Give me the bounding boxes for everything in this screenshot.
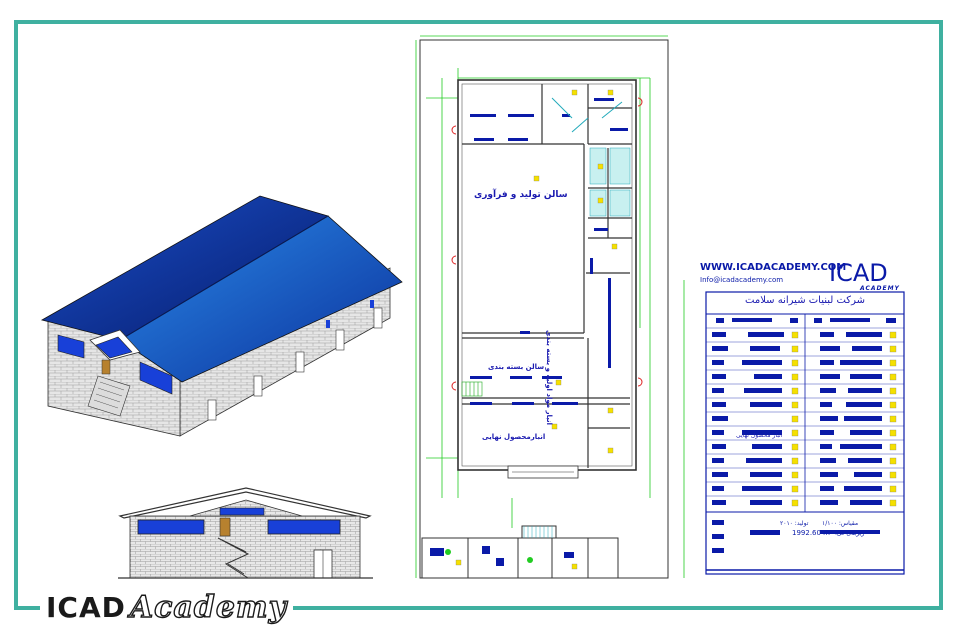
elevation-door xyxy=(219,517,231,537)
room-label-storage: انبارمحصول نهایی xyxy=(482,433,546,441)
elevation-window-left xyxy=(137,519,205,535)
title-block-border xyxy=(705,291,905,575)
icad-academy-logo: ICAD Academy xyxy=(40,589,294,626)
front-stairs xyxy=(87,375,131,417)
title-block-rows xyxy=(706,327,904,497)
front-window xyxy=(139,361,173,395)
front-door xyxy=(101,359,111,375)
elevation-roof xyxy=(118,487,372,519)
logo-icad: ICAD xyxy=(46,591,126,624)
drawing-scale: مقیاس: ۱/۱۰۰ xyxy=(822,520,859,527)
logo-academy: Academy xyxy=(129,589,288,625)
title-block-row-note: انبار محصول نهایی xyxy=(736,432,783,439)
elevation-window-right xyxy=(267,519,341,535)
front-window xyxy=(95,336,133,359)
floor-plan xyxy=(415,35,669,579)
isometric-building-view xyxy=(40,195,403,437)
tiled-areas xyxy=(589,147,631,217)
side-window xyxy=(370,300,374,308)
elevation-window-top xyxy=(219,507,265,516)
interior-walls xyxy=(462,84,632,468)
total-area-label: زیربنای کل: xyxy=(835,530,865,537)
title-logo-sub: ACADEMY xyxy=(860,285,900,292)
title-block xyxy=(683,280,905,578)
elevation-stairs xyxy=(217,537,250,579)
equipment-marks xyxy=(470,98,628,405)
title-block-entries xyxy=(712,318,896,553)
room-label-packing: سالن بسته بندی xyxy=(488,363,545,371)
contact-email: Info@icadacademy.com xyxy=(700,276,784,284)
drawing-date: تولید: ۲۰۱۰ xyxy=(780,520,809,527)
room-label-raw: انبار مواد اولیه و بسته بندی xyxy=(545,330,553,426)
front-window xyxy=(57,334,85,359)
front-elevation-view xyxy=(118,487,373,579)
total-area-value: 1992.60 m² xyxy=(792,529,833,537)
yellow-markers xyxy=(533,89,618,454)
door-swings xyxy=(451,97,643,391)
site-url: WWW.ICADACADEMY.COM xyxy=(700,262,847,273)
room-label-production: سالن تولید و فرآوری xyxy=(474,190,568,200)
side-doors xyxy=(207,307,383,421)
packing-stair xyxy=(461,381,483,397)
side-window xyxy=(326,320,330,328)
auxiliary-building xyxy=(421,525,619,579)
title-logo: ICAD xyxy=(829,259,888,287)
company-name: شرکت لبنیات شیرانه سلامت xyxy=(745,295,865,306)
